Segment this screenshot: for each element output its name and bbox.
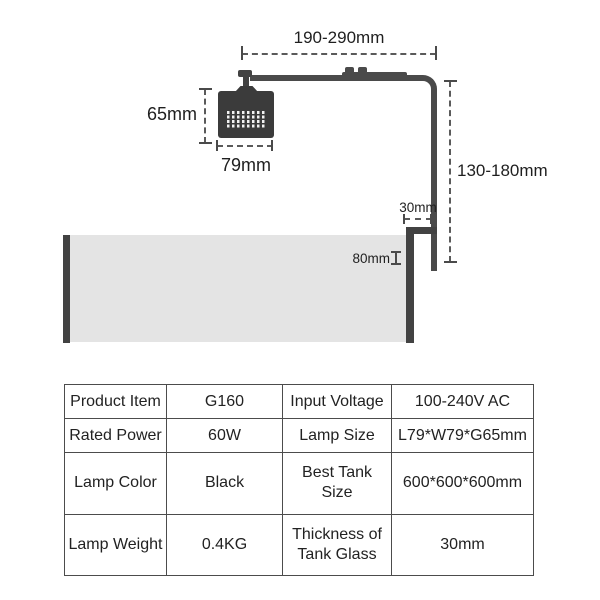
dimension-tick	[391, 251, 401, 253]
dimension-tick	[241, 46, 243, 60]
led-grid	[227, 111, 265, 129]
arm-slide-rail	[342, 72, 407, 81]
spec-value-input-voltage: 100-240V AC	[391, 383, 534, 420]
dimension-line-lamp-width	[217, 145, 273, 147]
dimension-tick	[199, 88, 212, 90]
dimension-tick	[403, 214, 405, 224]
dimension-label-bracket-depth: 80mm	[352, 251, 390, 266]
dimension-line-arm-length	[242, 53, 436, 55]
dimension-line-mount-height	[449, 81, 451, 262]
dimension-tick	[395, 252, 397, 265]
spec-value-product-item: G160	[166, 383, 283, 420]
spec-label-rated-power: Rated Power	[64, 418, 167, 454]
spec-label-input-voltage: Input Voltage	[282, 383, 392, 420]
spec-row-3: Lamp Color Black Best Tank Size 600*600*…	[64, 452, 534, 515]
dimension-label-lamp-width: 79mm	[220, 155, 271, 175]
spec-value-rated-power: 60W	[166, 418, 283, 454]
arm-knob-right	[358, 67, 367, 73]
dimension-label-lamp-height: 65mm	[146, 104, 197, 124]
dimension-tick	[435, 46, 437, 60]
dimension-tick	[430, 214, 432, 224]
spec-label-lamp-weight: Lamp Weight	[64, 513, 167, 577]
spec-row-2: Rated Power 60W Lamp Size L79*W79*G65mm	[64, 418, 534, 454]
dimension-tick	[216, 140, 218, 151]
spec-value-glass-thickness: 30mm	[391, 513, 534, 577]
spec-value-lamp-color: Black	[166, 452, 283, 515]
dimension-label-mount-height: 130-180mm	[457, 161, 548, 180]
tank-water	[70, 235, 406, 342]
dimension-label-clamp-opening: 30mm	[399, 200, 437, 215]
dimension-label-arm-length: 190-290mm	[293, 28, 385, 47]
spec-table: Product Item G160 Input Voltage 100-240V…	[64, 383, 534, 577]
lamp-mount-funnel	[235, 86, 258, 92]
spec-row-4: Lamp Weight 0.4KG Thickness of Tank Glas…	[64, 513, 534, 577]
spec-label-best-tank-size: Best Tank Size	[282, 452, 392, 515]
arm-knob-left	[345, 67, 354, 73]
dimension-tick	[391, 263, 401, 265]
dimension-line-lamp-height	[204, 89, 206, 143]
spec-label-product-item: Product Item	[64, 383, 167, 420]
dimension-tick	[444, 261, 457, 263]
lamp-mount-stem	[243, 76, 249, 88]
spec-value-lamp-weight: 0.4KG	[166, 513, 283, 577]
spec-value-lamp-size: L79*W79*G65mm	[391, 418, 534, 454]
spec-value-best-tank-size: 600*600*600mm	[391, 452, 534, 515]
dimension-tick	[199, 142, 212, 144]
spec-label-glass-thickness: Thickness of Tank Glass	[282, 513, 392, 577]
clamp-bracket-top	[406, 227, 437, 234]
spec-label-lamp-size: Lamp Size	[282, 418, 392, 454]
dimension-tick	[271, 140, 273, 151]
tank-wall-right	[406, 229, 414, 343]
tank-wall-left	[63, 235, 70, 343]
spec-label-lamp-color: Lamp Color	[64, 452, 167, 515]
lamp-mount-knob	[238, 70, 252, 77]
dimension-tick	[444, 80, 457, 82]
spec-row-1: Product Item G160 Input Voltage 100-240V…	[64, 383, 534, 420]
dimension-line-clamp-opening	[404, 218, 432, 220]
